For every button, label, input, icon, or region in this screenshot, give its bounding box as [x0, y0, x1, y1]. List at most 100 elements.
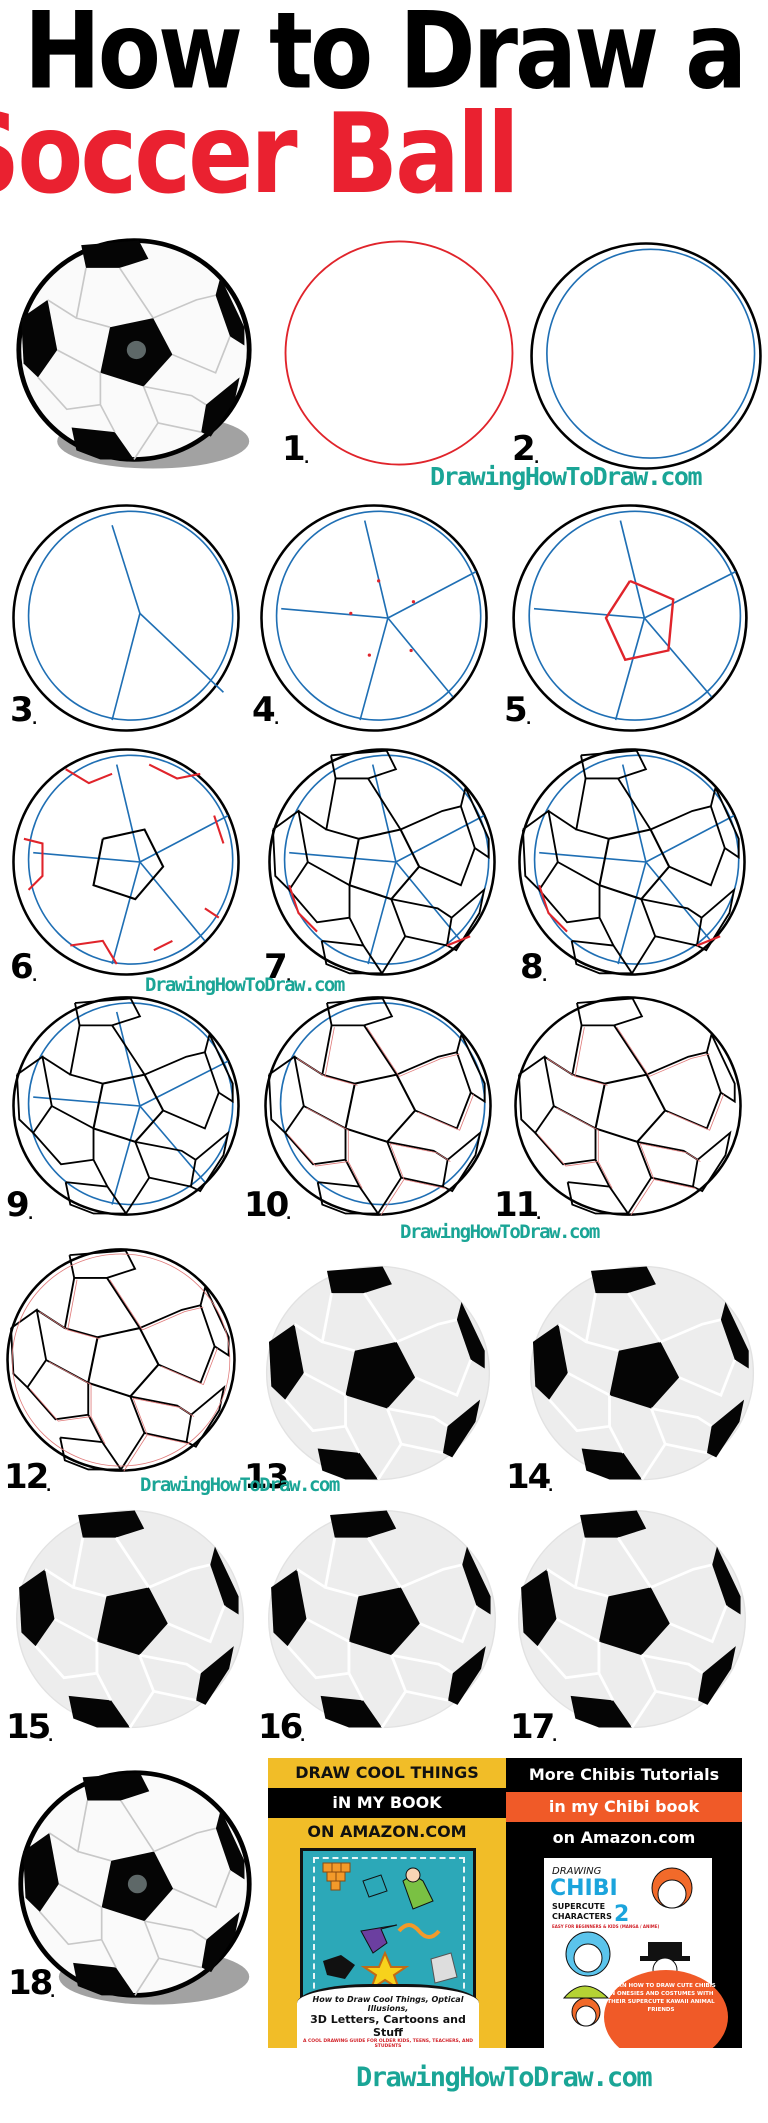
step-12-illustration — [4, 1246, 238, 1474]
page-title-line1: How to Draw a — [23, 0, 747, 114]
step-number-dot: . — [46, 1479, 52, 1495]
step-5-illustration — [510, 502, 750, 734]
step-2-illustration — [528, 240, 764, 472]
soccer-ball-icon — [18, 1770, 252, 2005]
book2-cover-sub: SUPERCUTE CHARACTERS — [552, 1902, 612, 1921]
page-title-line2: Soccer Ball — [0, 89, 520, 219]
soccer-ball-icon — [12, 504, 240, 732]
step-number-dot: . — [542, 969, 548, 985]
step-16-illustration — [264, 1506, 500, 1732]
book-promo-draw-cool-things[interactable]: DRAW COOL THINGS iN MY BOOK ON AMAZON.CO… — [268, 1758, 506, 2048]
step-11-illustration — [512, 994, 744, 1218]
soccer-ball-icon — [518, 1509, 746, 1729]
book2-cover-number: 2 — [614, 1902, 630, 1927]
step-number-label: 7 — [264, 947, 288, 987]
soccer-ball-icon — [264, 996, 492, 1216]
book2-line3: on Amazon.com — [552, 1828, 696, 1847]
step-number-dot: . — [32, 712, 38, 728]
step-number-dot: . — [274, 712, 280, 728]
step-10-illustration — [262, 994, 494, 1218]
book1-cover-title: 3D Letters, Cartoons and Stuff — [310, 2013, 466, 2039]
step-18-illustration — [16, 1768, 254, 2005]
step-14-illustration — [526, 1262, 758, 1484]
step-number-label: 16 — [258, 1707, 303, 1747]
watermark-link[interactable]: DrawingHowToDraw.com — [430, 462, 703, 491]
soccer-ball-icon — [265, 1265, 491, 1481]
step-7-illustration — [266, 746, 498, 978]
book2-line1: More Chibis Tutorials — [528, 1765, 720, 1784]
step-number-dot: . — [300, 1729, 306, 1745]
book2-cover[interactable]: DRAWING CHIBI SUPERCUTE CHARACTERS 2 EAS… — [544, 1858, 728, 2048]
soccer-ball-icon — [6, 1248, 236, 1472]
step-number-label: 10 — [244, 1185, 289, 1225]
book2-cover-chibi: CHIBI — [550, 1876, 618, 1901]
book1-cover-subtitle: How to Draw Cool Things, Optical Illusio… — [312, 1995, 464, 2013]
step-number-label: 18 — [8, 1963, 53, 2003]
book2-cover-drawing: DRAWING — [552, 1866, 602, 1877]
soccer-ball-icon — [530, 242, 762, 470]
book1-cover[interactable]: How to Draw Cool Things, Optical Illusio… — [297, 1848, 479, 2048]
soccer-ball-icon — [512, 504, 748, 732]
chibi-characters-icon — [562, 1867, 693, 2027]
book1-cover-label: How to Draw Cool Things, Optical Illusio… — [297, 1984, 479, 2048]
soccer-ball-icon — [268, 1509, 496, 1729]
book2-cover-tagline: EASY FOR BEGINNERS & KIDS (MANGA / ANIME… — [552, 1924, 660, 1929]
step-17-illustration — [514, 1506, 750, 1732]
step-number-dot: . — [304, 451, 310, 467]
step-number-label: 9 — [6, 1185, 30, 1225]
book1-line2: iN MY BOOK — [268, 1788, 506, 1818]
soccer-ball-icon — [260, 504, 488, 732]
watermark-link[interactable]: DrawingHowToDraw.com — [356, 2062, 653, 2093]
step-number-dot: . — [50, 1985, 56, 2001]
step-number-dot: . — [552, 1729, 558, 1745]
soccer-ball-icon — [16, 238, 252, 469]
soccer-ball-icon — [16, 1509, 244, 1729]
book1-line3: ON AMAZON.COM — [307, 1822, 467, 1841]
step-number-label: 8 — [520, 947, 544, 987]
step-3-illustration — [10, 502, 242, 734]
soccer-ball-icon — [12, 748, 240, 976]
step-number-dot: . — [548, 1479, 554, 1495]
step-number-dot: . — [286, 1207, 292, 1223]
step-number-dot: . — [536, 1207, 542, 1223]
step-number-dot: . — [286, 1479, 292, 1495]
step-number-dot: . — [32, 969, 38, 985]
book1-cover-tagline: A COOL DRAWING GUIDE FOR OLDER KIDS, TEE… — [302, 2039, 474, 2048]
step-number-label: 17 — [510, 1707, 555, 1747]
soccer-ball-icon — [284, 240, 514, 466]
step-number-label: 13 — [244, 1457, 289, 1497]
step-number-label: 1 — [282, 429, 306, 469]
hero-soccer-ball-illustration — [14, 236, 254, 469]
watermark-link[interactable]: DrawingHowToDraw.com — [400, 1221, 600, 1243]
step-8-illustration — [516, 746, 748, 978]
step-number-label: 2 — [512, 429, 536, 469]
step-number-dot: . — [534, 451, 540, 467]
soccer-ball-icon — [514, 996, 742, 1216]
soccer-ball-icon — [12, 996, 240, 1216]
book2-cover-badge: LEARN HOW TO DRAW CUTE CHIBIS IN ONESIES… — [604, 1970, 728, 2048]
step-number-dot: . — [526, 712, 532, 728]
soccer-ball-icon — [268, 748, 496, 976]
step-4-illustration — [258, 502, 490, 734]
step-1-illustration — [282, 238, 516, 468]
soccer-ball-icon — [518, 748, 746, 976]
step-9-illustration — [10, 994, 242, 1218]
step-13-illustration — [262, 1262, 494, 1484]
step-number-dot: . — [48, 1729, 54, 1745]
watermark-link[interactable]: DrawingHowToDraw.com — [140, 1474, 340, 1496]
step-number-label: 6 — [10, 947, 34, 987]
step-15-illustration — [12, 1506, 248, 1732]
book2-line2: in my Chibi book — [506, 1792, 742, 1822]
soccer-ball-icon — [529, 1265, 755, 1481]
book1-line1: DRAW COOL THINGS — [295, 1763, 479, 1782]
step-number-label: 14 — [506, 1457, 551, 1497]
step-number-label: 3 — [10, 690, 34, 730]
step-number-label: 5 — [504, 690, 528, 730]
step-6-illustration — [10, 746, 242, 978]
step-number-dot: . — [286, 969, 292, 985]
step-number-label: 11 — [494, 1185, 539, 1225]
book-promo-chibi[interactable]: More Chibis Tutorials in my Chibi book o… — [506, 1758, 742, 2048]
watermark-link[interactable]: DrawingHowToDraw.com — [145, 974, 345, 996]
step-number-label: 15 — [6, 1707, 51, 1747]
step-number-label: 4 — [252, 690, 276, 730]
